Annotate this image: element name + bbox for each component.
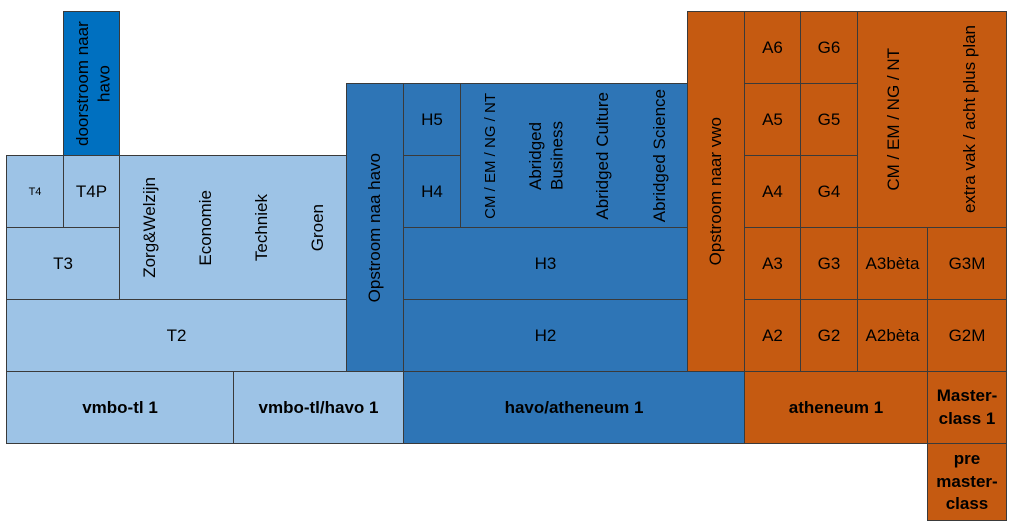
t4-block: T4 — [6, 155, 64, 228]
g3-block: G3 — [800, 227, 858, 300]
a2beta-block: A2bèta — [857, 299, 928, 372]
abridged-business-label: Abridged Business — [525, 121, 566, 190]
vmbo-profielen-block — [119, 155, 347, 300]
economie-label: Economie — [196, 189, 215, 266]
vmbo-tl-havo-1-block: vmbo-tl/havo 1 — [233, 371, 404, 444]
opstroom-vwo-block: Opstroom naar vwo — [687, 11, 745, 372]
t3-label: T3 — [53, 253, 73, 273]
havo-profielen-block — [460, 83, 688, 228]
t4p-block: T4P — [63, 155, 120, 228]
masterclass-1-block: Master- class 1 — [927, 371, 1007, 444]
abridged-culture-label: Abridged Culture — [593, 91, 612, 220]
extra-vak-label: extra vak / acht plus plan — [960, 25, 979, 214]
opstroom-havo-block: Opstroom naa havo — [346, 83, 404, 372]
t4p-label: T4P — [75, 181, 108, 201]
a2-block: A2 — [744, 299, 801, 372]
h3-label: H3 — [534, 253, 557, 273]
doorstroom-naar-havo-block: doorstroom naar havo — [63, 11, 120, 156]
a6-block: A6 — [744, 11, 801, 84]
g2-block: G2 — [800, 299, 858, 372]
h4-label: H4 — [421, 181, 443, 201]
techniek-label: Techniek — [252, 193, 271, 262]
t2-label: T2 — [166, 325, 187, 345]
opstroom-havo-label: Opstroom naa havo — [365, 152, 384, 303]
havo-profielen-label: CM / EM / NG / NT — [481, 92, 499, 219]
a4-block: A4 — [744, 155, 801, 228]
a5-block: A5 — [744, 83, 801, 156]
t3-block: T3 — [6, 227, 120, 300]
h4-block: H4 — [403, 155, 461, 228]
g5-block: G5 — [800, 83, 858, 156]
h2-label: H2 — [534, 325, 557, 345]
vmbo-tl-1-block: vmbo-tl 1 — [6, 371, 234, 444]
h2-block: H2 — [403, 299, 688, 372]
h5-block: H5 — [403, 83, 461, 156]
g4-block: G4 — [800, 155, 858, 228]
g3m-block: G3M — [927, 227, 1007, 300]
h3-block: H3 — [403, 227, 688, 300]
havo-atheneum-1-block: havo/atheneum 1 — [403, 371, 745, 444]
g2m-block: G2M — [927, 299, 1007, 372]
opstroom-vwo-label: Opstroom naar vwo — [706, 117, 725, 266]
abridged-science-label: Abridged Science — [650, 88, 669, 223]
doorstroom-label: doorstroom naar havo — [72, 21, 113, 146]
atheneum-1-block: atheneum 1 — [744, 371, 928, 444]
pre-masterclass-block: pre master- class — [927, 443, 1007, 521]
a3beta-block: A3bèta — [857, 227, 928, 300]
vwo-profielen-label: CM / EM / NG / NT — [884, 48, 903, 191]
t2-block: T2 — [6, 299, 347, 372]
a3-block: A3 — [744, 227, 801, 300]
t4-label: T4 — [28, 185, 42, 198]
h5-label: H5 — [421, 109, 443, 129]
g6-block: G6 — [800, 11, 858, 84]
zorg-welzijn-label: Zorg&Welzijn — [140, 177, 159, 278]
groen-label: Groen — [308, 203, 327, 252]
